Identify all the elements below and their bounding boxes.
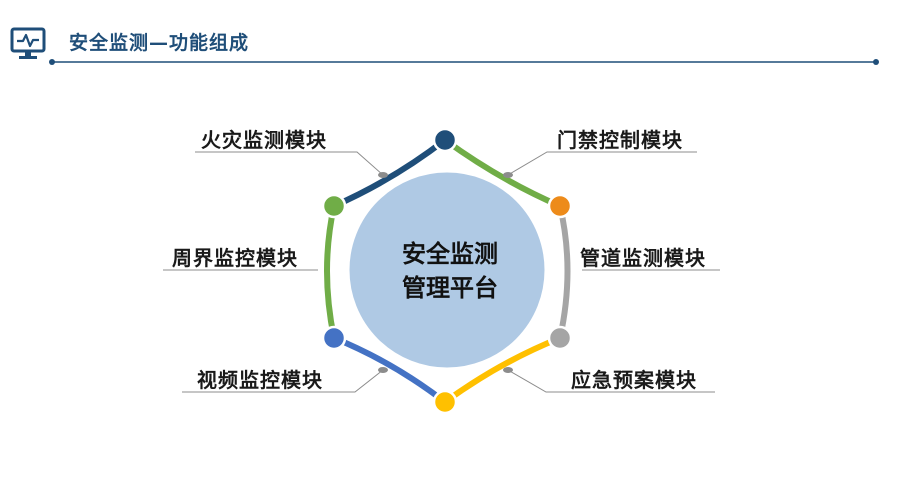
hex-edge-top-right bbox=[442, 137, 563, 209]
module-label-pipeline: 管道监测模块 bbox=[580, 246, 706, 270]
hex-edge-bottom-left bbox=[331, 335, 448, 405]
connector-dot bbox=[378, 172, 388, 178]
module-label-perimeter: 周界监控模块 bbox=[172, 246, 298, 270]
node-top bbox=[432, 127, 458, 153]
module-label-access: 门禁控制模块 bbox=[557, 128, 683, 152]
center-title-line2: 管理平台 bbox=[402, 274, 498, 302]
leader-line-video bbox=[182, 369, 384, 393]
node-upper-left bbox=[321, 193, 347, 219]
hex-edge-bottom-right bbox=[442, 335, 563, 405]
hex-edge-right bbox=[557, 203, 571, 341]
page-title: 安全监测—功能组成 bbox=[69, 32, 250, 54]
monitor-pulse-icon bbox=[10, 27, 46, 59]
center-circle bbox=[344, 167, 550, 373]
connector-dot bbox=[503, 367, 513, 373]
leader-line-fire bbox=[195, 151, 384, 176]
hex-edge-left bbox=[324, 203, 337, 341]
leader-line-emergency bbox=[507, 369, 715, 393]
module-label-fire: 火灾监测模块 bbox=[201, 128, 327, 152]
connector-dot bbox=[503, 172, 513, 178]
header-divider bbox=[49, 59, 879, 65]
node-upper-right bbox=[547, 193, 573, 219]
module-label-video: 视频监控模块 bbox=[197, 368, 323, 392]
center-title-line1: 安全监测 bbox=[402, 240, 498, 268]
hex-edge-top-left bbox=[331, 137, 448, 209]
leader-line-access bbox=[507, 151, 697, 176]
connector-dot bbox=[378, 367, 388, 373]
node-lower-left bbox=[321, 325, 347, 351]
center-title: 安全监测 管理平台 bbox=[350, 237, 550, 305]
node-bottom bbox=[432, 389, 458, 415]
module-label-emergency: 应急预案模块 bbox=[571, 368, 697, 392]
node-lower-right bbox=[547, 325, 573, 351]
